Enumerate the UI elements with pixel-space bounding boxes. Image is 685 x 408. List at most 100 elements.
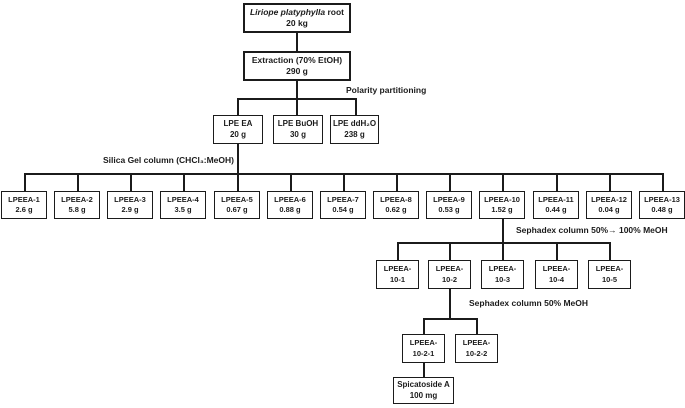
subfraction-name-line1: LPEEA- (435, 264, 464, 274)
connector-stub-f1 (24, 173, 26, 191)
node-root: Liriope platyphylla root 20 kg (243, 3, 351, 33)
node-extraction-name: Extraction (70% EtOH) (251, 54, 343, 65)
fraction-mass: 0.62 g (385, 205, 407, 214)
fraction-mass: 1.52 g (491, 205, 513, 214)
connector-stub-f3 (130, 173, 132, 191)
fraction-name: LPEEA-5 (221, 194, 253, 204)
connector-stub-f2 (77, 173, 79, 191)
subfraction-name-line1: LPEEA- (488, 264, 517, 274)
root-species-italic: Liriope platyphylla (249, 6, 326, 17)
fraction-mass: 5.8 g (68, 205, 86, 214)
node-extraction: Extraction (70% EtOH) 290 g (243, 51, 351, 81)
fraction-name: LPEEA-8 (380, 194, 412, 204)
node-compound-spicatoside-a: Spicatoside A 100 mg (393, 377, 454, 404)
node-root-name: Liriope platyphylla root (250, 7, 344, 18)
partition-mass: 30 g (289, 129, 306, 139)
label-polarity-partitioning: Polarity partitioning (346, 85, 427, 95)
node-partition-lpe-buoh: LPE BuOH 30 g (273, 115, 323, 144)
subfraction-name-line2: 10-2-2 (465, 348, 488, 358)
subfraction-name-line2: 10-5 (601, 274, 617, 284)
connector-stub-f4 (183, 173, 185, 191)
fraction-name: LPEEA-10 (484, 194, 520, 204)
compound-mass: 100 mg (409, 390, 438, 400)
node-subfraction-10-1: LPEEA- 10-1 (376, 260, 419, 289)
connector-stub-f6 (290, 173, 292, 191)
node-fraction-lpeea-13: LPEEA-13 0.48 g (639, 191, 685, 219)
node-root-mass: 20 kg (286, 18, 308, 28)
fraction-name: LPEEA-7 (327, 194, 359, 204)
fraction-name: LPEEA-12 (591, 194, 627, 204)
connector-lpeea10-branch (502, 219, 504, 260)
subfraction-name-line1: LPEEA- (383, 264, 412, 274)
fraction-mass: 2.6 g (15, 205, 33, 214)
label-sephadex-gradient: Sephadex column 50%→ 100% MeOH (516, 225, 668, 235)
subfraction-name-line1: LPEEA- (409, 338, 438, 348)
node-fraction-lpeea-1: LPEEA-1 2.6 g (1, 191, 47, 219)
connector-partition-branch (237, 98, 357, 100)
connector-stub-lpe-ddh2o (355, 98, 357, 115)
connector-stub-s5 (609, 242, 611, 260)
fraction-mass: 0.54 g (332, 205, 354, 214)
fraction-mass: 0.04 g (598, 205, 620, 214)
connector-compound (423, 363, 425, 377)
subfraction-name-line1: LPEEA- (542, 264, 571, 274)
partition-name: LPE BuOH (277, 118, 319, 128)
fraction-name: LPEEA-11 (538, 194, 574, 204)
fraction-name: LPEEA-13 (644, 194, 680, 204)
subfraction-name-line2: 10-2-1 (412, 348, 435, 358)
fraction-name: LPEEA-2 (61, 194, 93, 204)
node-fraction-lpeea-7: LPEEA-7 0.54 g (320, 191, 366, 219)
fraction-mass: 0.88 g (279, 205, 301, 214)
connector-root-extraction (296, 33, 298, 51)
connector-stub-s4 (556, 242, 558, 260)
node-partition-lpe-ddh2o: LPE ddH₂O 238 g (330, 115, 379, 144)
label-silica-gel-column: Silica Gel column (CHCl₃:MeOH) (103, 155, 234, 165)
connector-stub-lpe-ea (237, 98, 239, 115)
subfraction-name-line2: 10-3 (494, 274, 510, 284)
fraction-name: LPEEA-6 (274, 194, 306, 204)
node-subfraction-10-2: LPEEA- 10-2 (428, 260, 471, 289)
fraction-mass: 0.53 g (438, 205, 460, 214)
node-subfraction-10-4: LPEEA- 10-4 (535, 260, 578, 289)
subfraction-name-line2: 10-2 (441, 274, 457, 284)
fraction-mass: 0.48 g (651, 205, 673, 214)
fraction-name: LPEEA-9 (433, 194, 465, 204)
connector-stub-s1 (397, 242, 399, 260)
connector-stub-f13 (662, 173, 664, 191)
fraction-name: LPEEA-1 (8, 194, 40, 204)
fraction-mass: 3.5 g (174, 205, 192, 214)
node-fraction-lpeea-10: LPEEA-10 1.52 g (479, 191, 525, 219)
subfraction-name-line1: LPEEA- (595, 264, 624, 274)
node-fraction-lpeea-4: LPEEA-4 3.5 g (160, 191, 206, 219)
fraction-mass: 2.9 g (121, 205, 139, 214)
fraction-name: LPEEA-4 (167, 194, 199, 204)
node-fraction-lpeea-12: LPEEA-12 0.04 g (586, 191, 632, 219)
node-subfraction-10-5: LPEEA- 10-5 (588, 260, 631, 289)
connector-stub-s2 (449, 242, 451, 260)
connector-sephadex-branch (397, 242, 610, 244)
node-subfraction-10-3: LPEEA- 10-3 (481, 260, 524, 289)
partition-name: LPE ddH₂O (332, 118, 377, 128)
compound-name: Spicatoside A (397, 379, 450, 389)
connector-lpe-ea-branch (237, 144, 239, 191)
connector-stub-f7 (343, 173, 345, 191)
subfraction-name-line2: 10-4 (548, 274, 564, 284)
node-fraction-lpeea-9: LPEEA-9 0.53 g (426, 191, 472, 219)
connector-stub-t2 (476, 318, 478, 334)
fraction-mass: 0.44 g (545, 205, 567, 214)
connector-stub-f11 (556, 173, 558, 191)
node-fraction-lpeea-11: LPEEA-11 0.44 g (533, 191, 579, 219)
root-name-rest: root (327, 6, 344, 17)
node-partition-lpe-ea: LPE EA 20 g (213, 115, 263, 144)
partition-mass: 238 g (344, 129, 365, 139)
connector-stub-f9 (449, 173, 451, 191)
connector-stub-t1 (423, 318, 425, 334)
connector-sephadex2-branch (423, 318, 477, 320)
partition-mass: 20 g (229, 129, 246, 139)
node-fraction-lpeea-8: LPEEA-8 0.62 g (373, 191, 419, 219)
connector-lpeea102-branch (449, 289, 451, 319)
connector-stub-f10 (502, 173, 504, 191)
connector-stub-f8 (396, 173, 398, 191)
node-subfraction-10-2-1: LPEEA- 10-2-1 (402, 334, 445, 363)
